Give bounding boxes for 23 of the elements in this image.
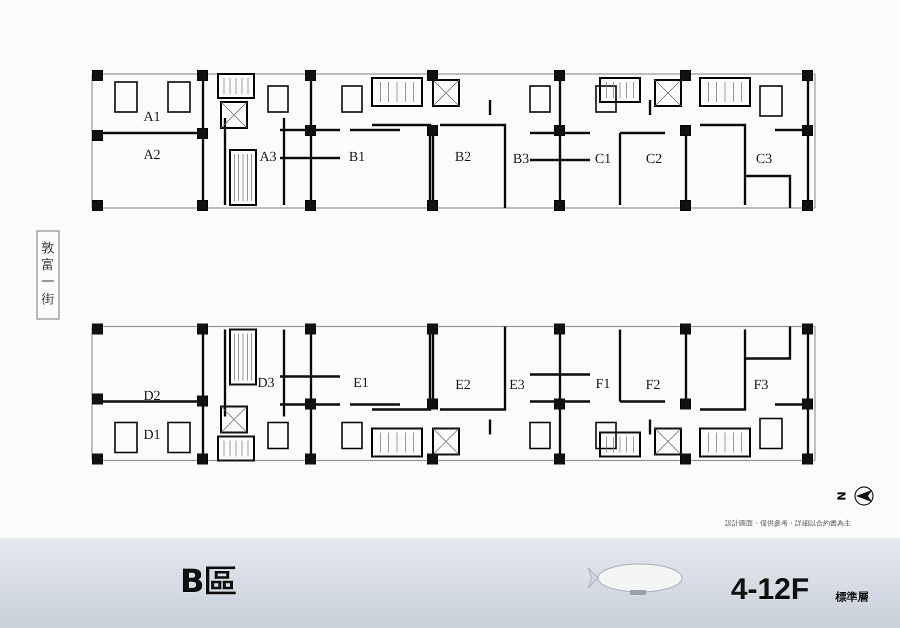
unit-label: C1	[594, 153, 612, 167]
unit-label: C2	[646, 153, 662, 167]
unit-label: F1	[596, 378, 610, 392]
unit-label: B3	[512, 153, 530, 167]
unit-label: D3	[257, 377, 275, 391]
unit-label: B2	[454, 151, 472, 165]
section-title: B區	[180, 565, 236, 597]
floor-range: 4-12F	[730, 575, 810, 605]
unit-label: F3	[754, 379, 768, 393]
unit-label: A2	[143, 149, 161, 163]
unit-label: B1	[348, 151, 366, 165]
unit-label: E3	[509, 379, 525, 393]
unit-label: D1	[143, 429, 161, 443]
floor-type: 標準層	[836, 592, 868, 602]
unit-label: E2	[455, 379, 471, 393]
unit-label: C3	[756, 153, 772, 167]
unit-label: A3	[259, 151, 277, 165]
unit-label: A1	[143, 111, 161, 125]
north-letter: N	[836, 491, 848, 501]
unit-label: E1	[353, 377, 369, 391]
unit-label: F2	[646, 379, 660, 393]
unit-label: D2	[143, 390, 161, 404]
street-name: 敦富一街	[42, 241, 54, 309]
